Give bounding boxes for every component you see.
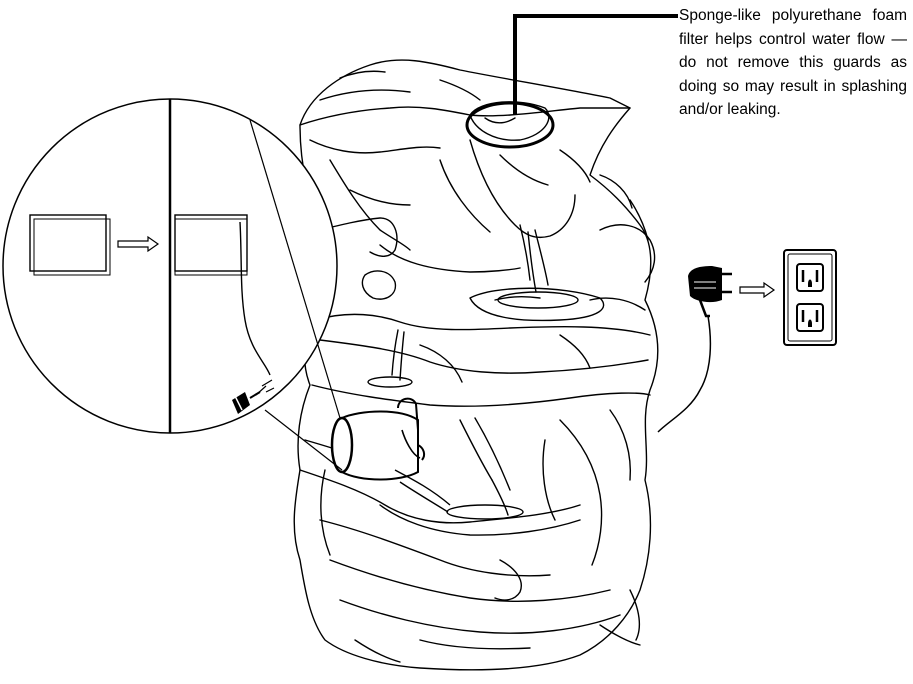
wall-outlet-icon	[784, 250, 836, 345]
pump-detail-inset	[3, 99, 342, 470]
power-adapter-icon	[658, 266, 732, 432]
foam-filter-icon	[30, 215, 110, 275]
filter-warning-text: Sponge-like polyurethane foam filter hel…	[679, 4, 907, 122]
callout-leader-line	[467, 16, 678, 147]
right-arrow-icon	[740, 283, 774, 297]
water-pump-icon	[332, 399, 450, 512]
rock-fountain-icon	[294, 60, 658, 670]
